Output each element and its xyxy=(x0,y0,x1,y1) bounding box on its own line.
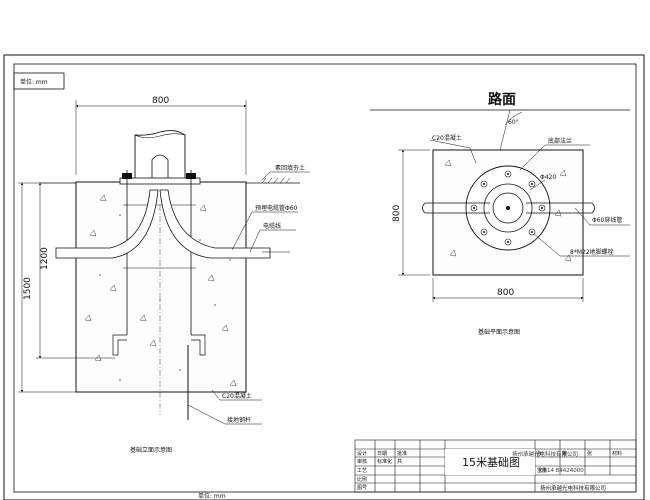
label-base-flange: 底部法兰 xyxy=(548,137,572,145)
title-block-cell-label: 比例 xyxy=(357,476,367,483)
label-diameter: Φ420 xyxy=(540,174,556,181)
inner-border xyxy=(13,63,637,493)
title-block-cell-label: 图号 xyxy=(357,485,367,491)
conduit-plan xyxy=(425,202,592,214)
title-block-cell-label: 第 xyxy=(562,450,567,457)
dim-label-1500: 1500 xyxy=(23,277,33,300)
title-block-cell-label: 工艺 xyxy=(357,468,367,474)
title-block-cell-label: 日期 xyxy=(377,451,387,457)
unit-box: 单位: mm xyxy=(13,72,65,90)
dim-800-plan-h: 800 xyxy=(432,278,584,302)
title-block-cell-label: 材料 xyxy=(612,450,622,457)
conduit-left xyxy=(55,189,159,259)
title-block-cell-label: 共 xyxy=(397,458,402,465)
ground-hatch xyxy=(261,177,291,184)
company-name: 扬州承越光电科技有限公司 xyxy=(540,484,606,492)
concrete-block-section xyxy=(75,181,247,393)
title-block-cell-label: 重量 xyxy=(537,467,547,474)
road-label: 路面 xyxy=(488,91,516,108)
angle-label: 60° xyxy=(508,119,519,126)
plan-view: 路面 60° C20 xyxy=(370,91,630,336)
drawing-title: 15米基础图 xyxy=(462,456,520,469)
title-block-cell-label: 审核 xyxy=(357,458,367,465)
outer-border xyxy=(3,54,645,500)
label-bolts: 8*M22地脚螺栓 xyxy=(570,248,614,256)
watermark-company: 扬州承越光电科技有限公司 xyxy=(512,450,578,458)
label-ground-rod: 接地钢杆 xyxy=(227,416,251,424)
dim-1200: 1200 xyxy=(36,182,115,359)
caption-plan: 基础平面示意图 xyxy=(478,328,520,336)
unit-label: 单位: mm xyxy=(20,78,48,86)
title-block-cell-label: 批准 xyxy=(397,450,407,457)
dim-label-800-section: 800 xyxy=(152,96,169,106)
base-plate xyxy=(119,177,201,185)
concrete-speckles xyxy=(84,194,237,387)
label-concrete-plan: C20混凝土 xyxy=(432,134,462,142)
dim-label-800-plan-h: 800 xyxy=(497,288,514,298)
title-block-cell-label: 张 xyxy=(537,450,542,457)
conduit-right xyxy=(159,189,271,259)
dim-label-1200: 1200 xyxy=(40,247,50,270)
unit-label-bottom: 单位: mm xyxy=(198,492,226,500)
label-concrete-section: C20混凝土 xyxy=(222,392,252,400)
title-block xyxy=(354,439,637,493)
title-block-cell-label: 张 xyxy=(587,450,592,457)
title-block-cell-label: 标准化 xyxy=(377,458,392,465)
dim-label-800-plan-v: 800 xyxy=(392,205,402,222)
label-cable: 电缆线 xyxy=(263,222,281,230)
title-block-cell-label: 设计 xyxy=(357,450,367,457)
caption-section: 基础立面示意图 xyxy=(130,446,172,454)
label-conduit-section: 预埋电缆管Φ60 xyxy=(255,204,298,212)
label-conduit-plan: Φ60穿线管 xyxy=(592,216,622,224)
dim-800-section: 800 xyxy=(75,96,247,175)
dim-1500: 1500 xyxy=(18,182,76,393)
label-backfill: 素回填夯土 xyxy=(275,164,305,172)
section-view: 800 1200 1500 素回填夯土 预埋电缆管Φ60 电缆线 C20混凝土 xyxy=(18,96,310,454)
dim-800-plan-v: 800 xyxy=(392,149,430,276)
watermark-phone: 0514 84424000 xyxy=(540,468,584,474)
